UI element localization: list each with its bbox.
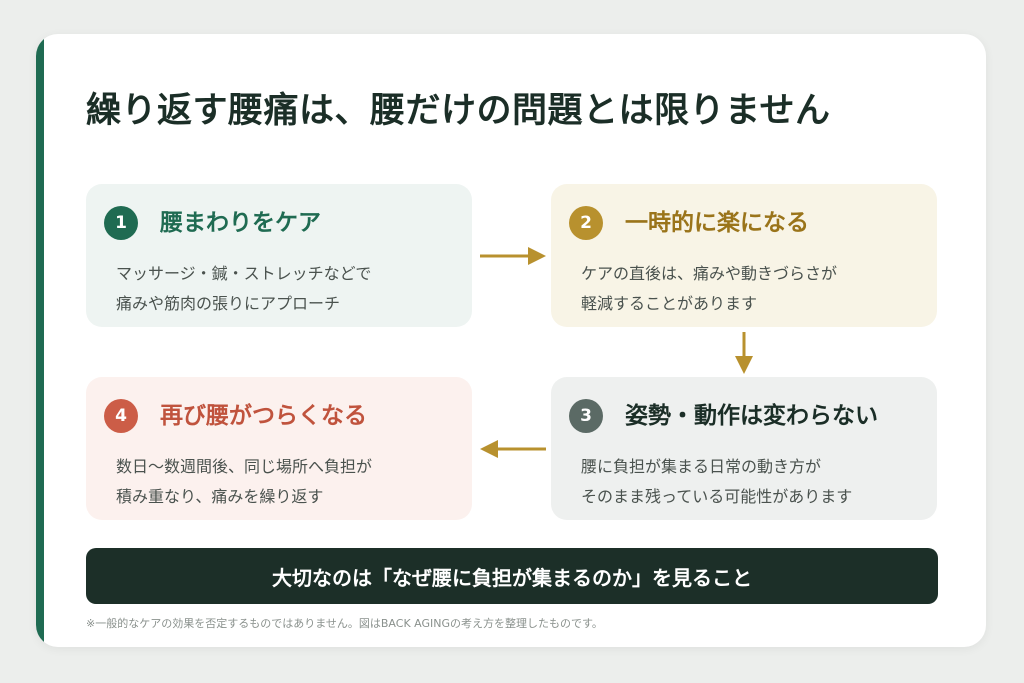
step-2-description: ケアの直後は、痛みや動きづらさが 軽減することがあります	[581, 259, 931, 319]
step-2-number-badge: 2	[569, 206, 603, 240]
step-4-box: 4 再び腰がつらくなる 数日〜数週間後、同じ場所へ負担が 積み重なり、痛みを繰り…	[86, 377, 472, 520]
page-title: 繰り返す腰痛は、腰だけの問題とは限りません	[86, 91, 831, 131]
step-4-number-badge: 4	[104, 399, 138, 433]
step-3-number-badge: 3	[569, 399, 603, 433]
arrow-left-icon	[480, 440, 546, 458]
step-2-heading: 一時的に楽になる	[625, 210, 809, 236]
accent-bar	[36, 34, 44, 647]
step-3-description: 腰に負担が集まる日常の動き方が そのまま残っている可能性があります	[581, 452, 931, 512]
step-4-line-2: 積み重なり、痛みを繰り返す	[116, 487, 324, 506]
step-2-line-1: ケアの直後は、痛みや動きづらさが	[581, 264, 838, 283]
step-1-number-badge: 1	[104, 206, 138, 240]
step-2-line-2: 軽減することがあります	[581, 294, 758, 313]
step-3-line-1: 腰に負担が集まる日常の動き方が	[581, 457, 822, 476]
step-4-description: 数日〜数週間後、同じ場所へ負担が 積み重なり、痛みを繰り返す	[116, 452, 466, 512]
step-4-heading: 再び腰がつらくなる	[160, 403, 367, 429]
step-3-line-2: そのまま残っている可能性があります	[581, 487, 853, 506]
footnote: ※一般的なケアの効果を否定するものではありません。図はBACK AGINGの考え…	[86, 617, 603, 630]
step-4-line-1: 数日〜数週間後、同じ場所へ負担が	[116, 457, 373, 476]
diagram-card: 繰り返す腰痛は、腰だけの問題とは限りません 1 腰まわりをケア マッサージ・鍼・…	[36, 34, 986, 647]
step-1-box: 1 腰まわりをケア マッサージ・鍼・ストレッチなどで 痛みや筋肉の張りにアプロー…	[86, 184, 472, 327]
step-3-heading: 姿勢・動作は変わらない	[625, 403, 878, 429]
step-1-line-2: 痛みや筋肉の張りにアプローチ	[116, 294, 341, 313]
conclusion-banner: 大切なのは「なぜ腰に負担が集まるのか」を見ること	[86, 548, 938, 604]
step-1-heading: 腰まわりをケア	[160, 210, 321, 236]
step-1-line-1: マッサージ・鍼・ストレッチなどで	[116, 264, 372, 283]
step-1-description: マッサージ・鍼・ストレッチなどで 痛みや筋肉の張りにアプローチ	[116, 259, 466, 319]
step-3-box: 3 姿勢・動作は変わらない 腰に負担が集まる日常の動き方が そのまま残っている可…	[551, 377, 937, 520]
arrow-down-icon	[735, 332, 753, 374]
step-2-box: 2 一時的に楽になる ケアの直後は、痛みや動きづらさが 軽減することがあります	[551, 184, 937, 327]
arrow-right-icon	[480, 247, 546, 265]
